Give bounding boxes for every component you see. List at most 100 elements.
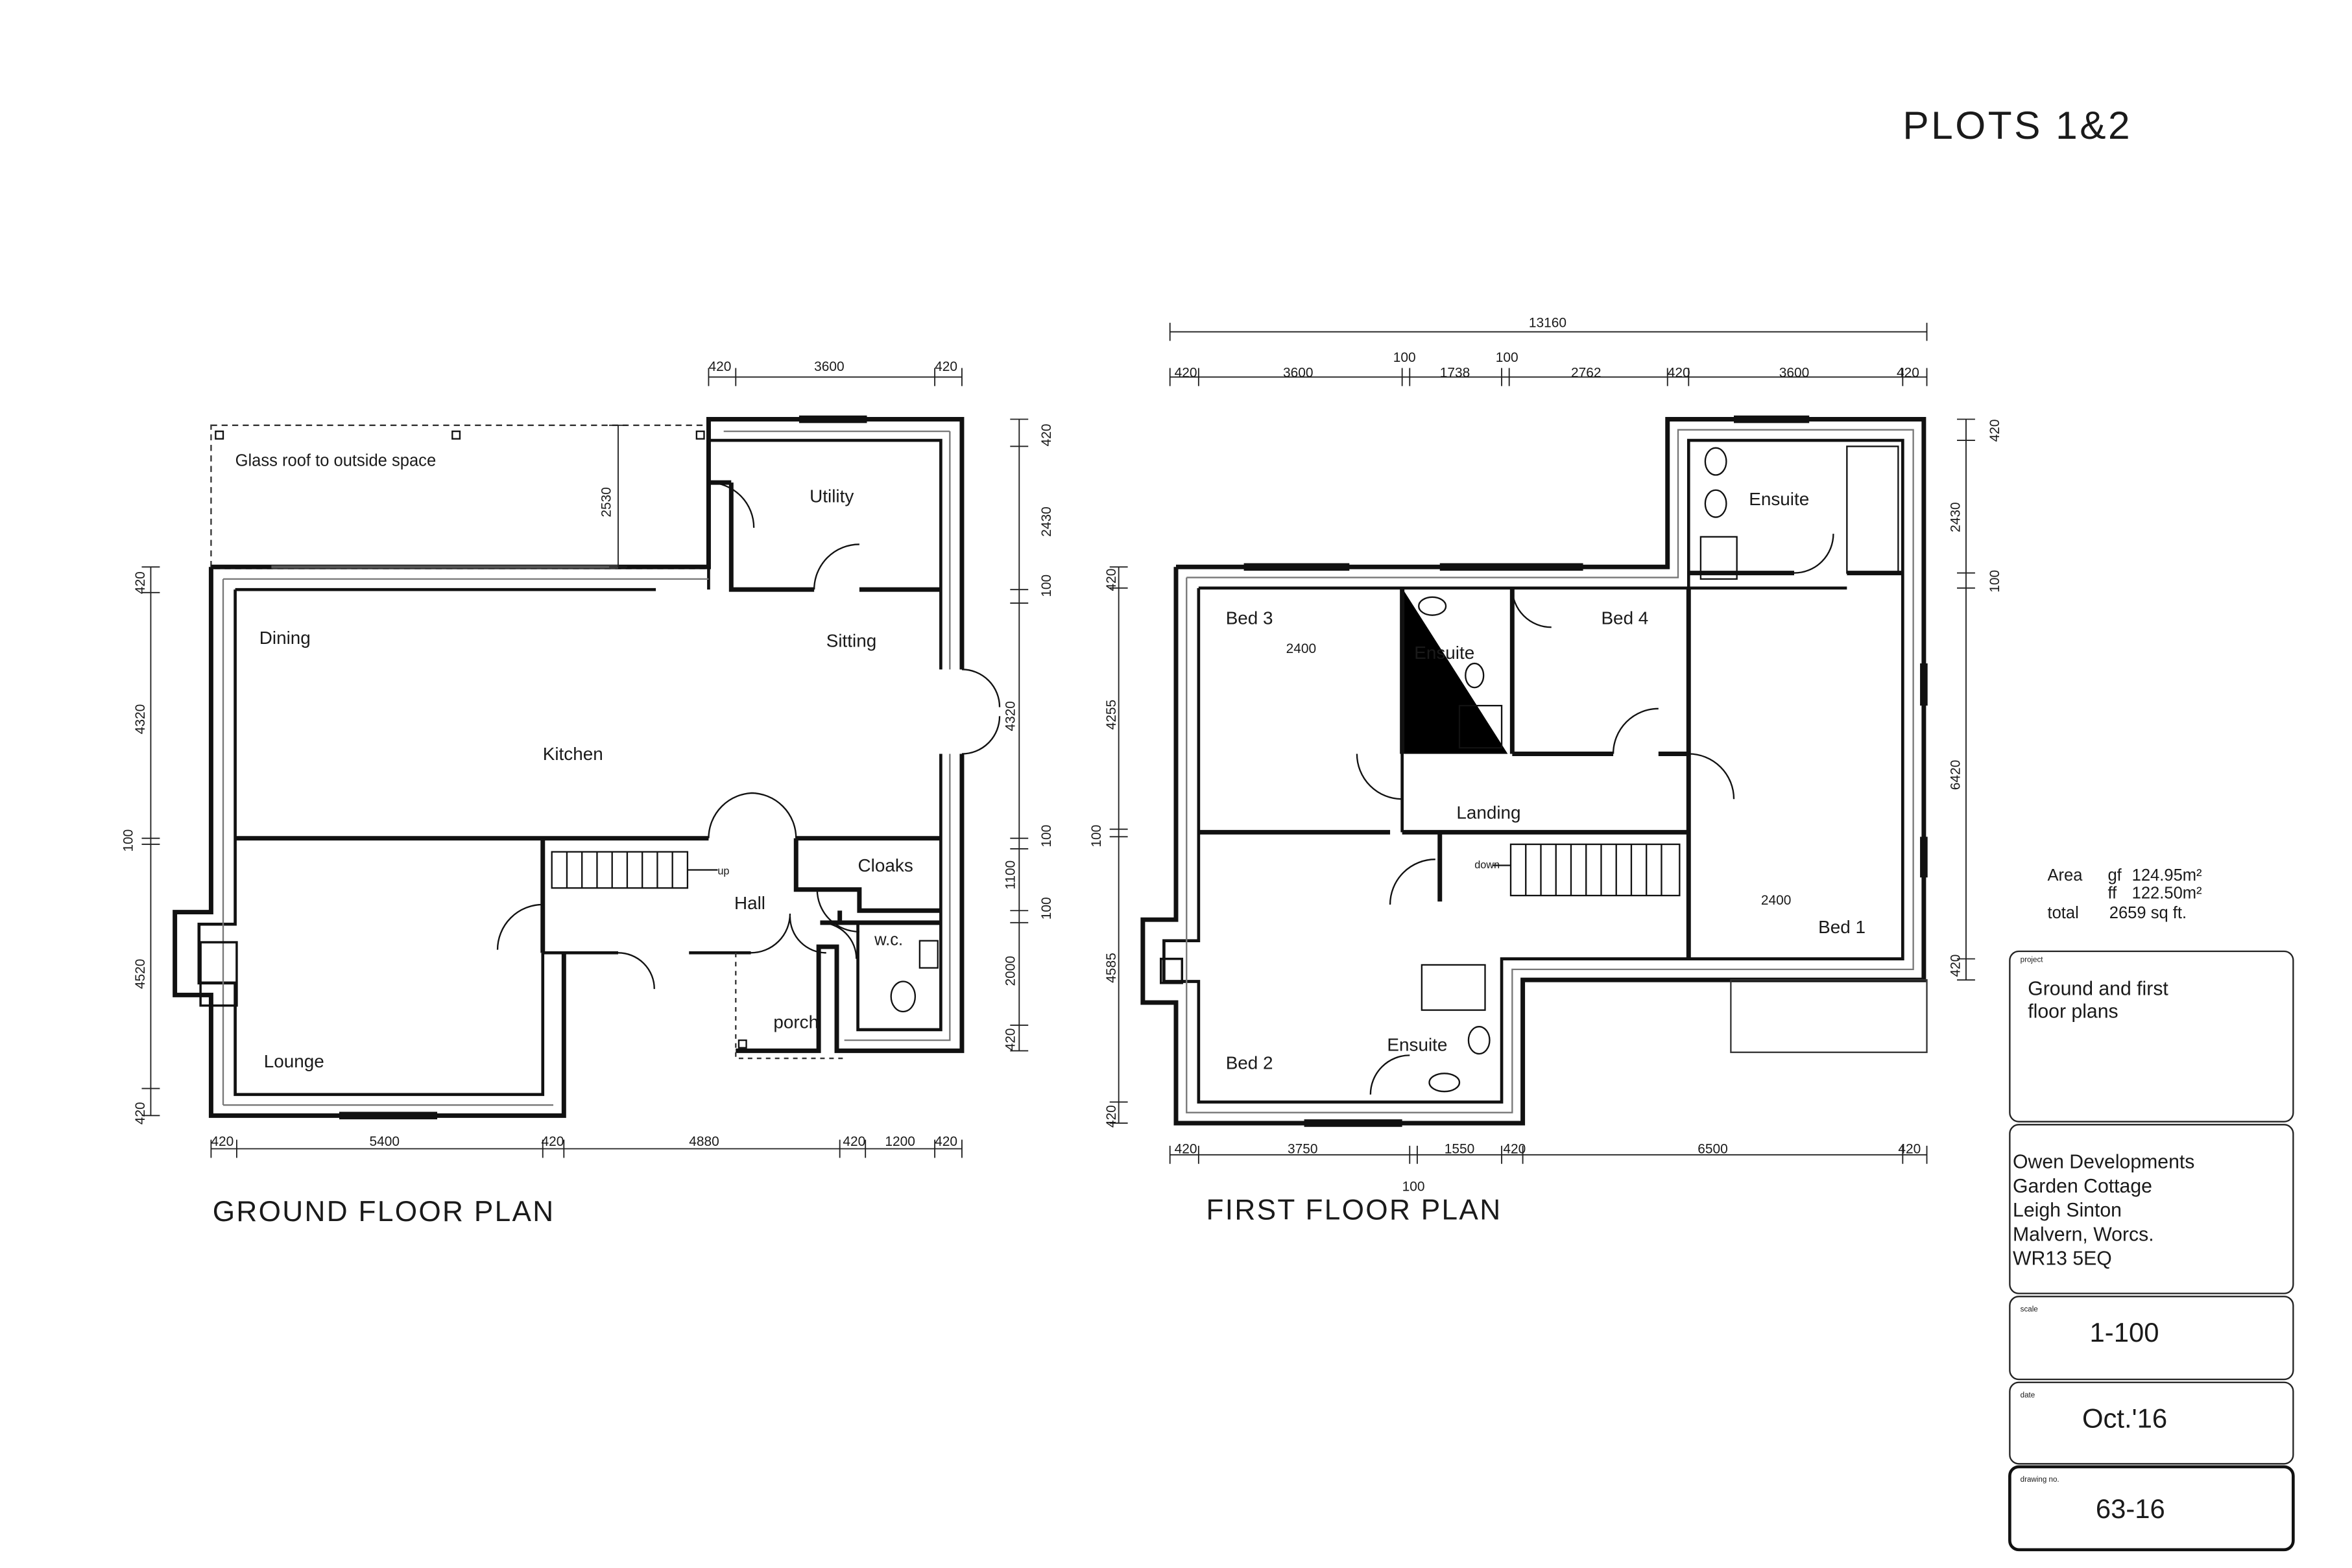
glass-roof-marker: [695, 430, 705, 440]
project-label: project: [2021, 955, 2044, 964]
dim-label: 420: [1003, 1028, 1018, 1051]
dim-label: 1100: [1003, 861, 1018, 890]
client-line: Leigh Sinton: [2013, 1200, 2122, 1221]
dim-label: 100: [1039, 897, 1054, 920]
scale-value: 1-100: [2090, 1317, 2159, 1348]
bathroom-fittings: [1418, 445, 1899, 1093]
balcony-outline: [1730, 979, 1928, 1053]
first-floor-title: FIRST FLOOR PLAN: [1206, 1194, 1502, 1226]
dim-label: 420: [935, 359, 957, 374]
dim-label: 4320: [1003, 701, 1018, 731]
ground-inner-wall: [197, 438, 942, 1097]
glass-roof-note: Glass roof to outside space: [235, 452, 437, 470]
client-line: Garden Cottage: [2013, 1176, 2152, 1197]
dim-label: 420: [1175, 1141, 1197, 1156]
area-label: Area: [2047, 866, 2083, 885]
dim-label: 420: [1897, 365, 1919, 380]
dim-label: 1738: [1440, 365, 1470, 380]
dim-label: 420: [1104, 569, 1119, 591]
dim-label: 420: [133, 1102, 148, 1124]
dim-label: 420: [843, 1134, 865, 1149]
ground-outer-wall: [173, 417, 965, 1118]
title-block-project-box: [2009, 950, 2294, 1123]
date-value: Oct.'16: [2082, 1403, 2167, 1434]
room-dining: Dining: [259, 628, 311, 648]
ground-right-dims: 420 2430 100 4320 100 1100 100 2000 420: [1003, 423, 1054, 1051]
dim-label: 100: [1039, 825, 1054, 848]
first-doors: [1356, 534, 1834, 1095]
dim-label: 1550: [1445, 1141, 1475, 1156]
area-gf-label: gf: [2107, 866, 2122, 885]
dim-label: 420: [133, 571, 148, 594]
project-line-2: floor plans: [2028, 1001, 2118, 1022]
room-landing: Landing: [1456, 802, 1520, 822]
stair-up-label: up: [717, 865, 729, 877]
first-dimension-lines: [1109, 322, 1975, 1164]
first-chimney: [1160, 957, 1184, 984]
glass-roof-marker: [215, 430, 224, 440]
ground-dimension-lines: [141, 368, 1029, 1158]
first-internal-wall: [1198, 588, 1742, 1123]
ground-staircase: [551, 851, 718, 889]
dim-label: 5400: [369, 1134, 400, 1149]
room-wc: w.c.: [874, 931, 903, 949]
room-utility: Utility: [810, 486, 854, 506]
dim-label: 4880: [689, 1134, 719, 1149]
area-ff-label: ff: [2107, 885, 2117, 903]
dim-label: 100: [1089, 825, 1104, 848]
ground-left-dims: 420 4320 100 4520 420: [121, 571, 149, 1124]
dim-label: 2762: [1571, 365, 1602, 380]
room-sitting: Sitting: [826, 630, 876, 650]
client-line: Owen Developments: [2013, 1152, 2194, 1173]
room-lounge: Lounge: [264, 1051, 324, 1071]
room-ensuite-c: Ensuite: [1387, 1034, 1447, 1054]
room-bed1-height: 2400: [1761, 893, 1792, 908]
dim-label: 3600: [814, 359, 845, 374]
area-ff: 122.50m²: [2132, 885, 2202, 903]
first-inner-wall: [1162, 438, 1904, 1104]
dim-label: 420: [1949, 955, 1963, 977]
dim-label: 100: [1039, 575, 1054, 597]
first-floor-plan: down Bed 3 2400 Ensuite Bed: [1089, 316, 2002, 1226]
title-block-date-box: [2009, 1381, 2294, 1465]
drawing-value: 63-16: [2096, 1493, 2165, 1524]
client-line: WR13 5EQ: [2013, 1248, 2112, 1269]
dim-label: 100: [1496, 350, 1518, 365]
date-label: date: [2021, 1391, 2035, 1399]
area-total: 2659 sq ft.: [2109, 904, 2187, 922]
dim-label: 420: [708, 359, 731, 374]
dim-label: 2000: [1003, 956, 1018, 986]
first-left-dims: 420 4255 100 4585 420: [1089, 569, 1119, 1128]
ground-floor-plan: Glass roof to outside space up: [121, 359, 1055, 1228]
ground-floor-title: GROUND FLOOR PLAN: [213, 1196, 555, 1228]
first-partition: [1198, 571, 1903, 959]
dim-label: 420: [1898, 1141, 1921, 1156]
glass-roof-marker: [451, 430, 461, 440]
dim-label: 2530: [599, 487, 614, 517]
dim-label: 420: [935, 1134, 957, 1149]
dim-label: 420: [1987, 419, 2002, 442]
dim-label: 420: [211, 1134, 234, 1149]
first-internal-wall-2: [1400, 586, 1847, 833]
room-bed4: Bed 4: [1601, 608, 1648, 628]
stair-down-label: down: [1474, 859, 1500, 871]
area-summary: Area gf 124.95m² ff 122.50m² total 2659 …: [2047, 866, 2202, 922]
dim-label: 100: [121, 829, 136, 852]
ground-internal-wall: [235, 480, 941, 953]
room-cloaks: Cloaks: [858, 855, 913, 875]
dim-label: 3600: [1283, 365, 1314, 380]
room-hall: Hall: [734, 893, 765, 913]
title-block-scale-box: [2009, 1296, 2294, 1381]
title-block: project Ground and first floor plans Owe…: [2008, 950, 2295, 1552]
first-staircase: [1493, 843, 1681, 897]
dim-label: 420: [1104, 1105, 1119, 1128]
dim-label: 4320: [133, 704, 148, 735]
first-outer-wall: [1140, 417, 1926, 1126]
title-block-drawing-box: [2008, 1465, 2295, 1552]
dim-label: 100: [1987, 570, 2002, 593]
ground-doors: [496, 481, 1001, 990]
room-kitchen: Kitchen: [543, 744, 603, 764]
first-wall-hatch: [1186, 429, 1914, 1113]
dim-label: 1200: [885, 1134, 915, 1149]
room-ensuite-b: Ensuite: [1749, 489, 1809, 509]
